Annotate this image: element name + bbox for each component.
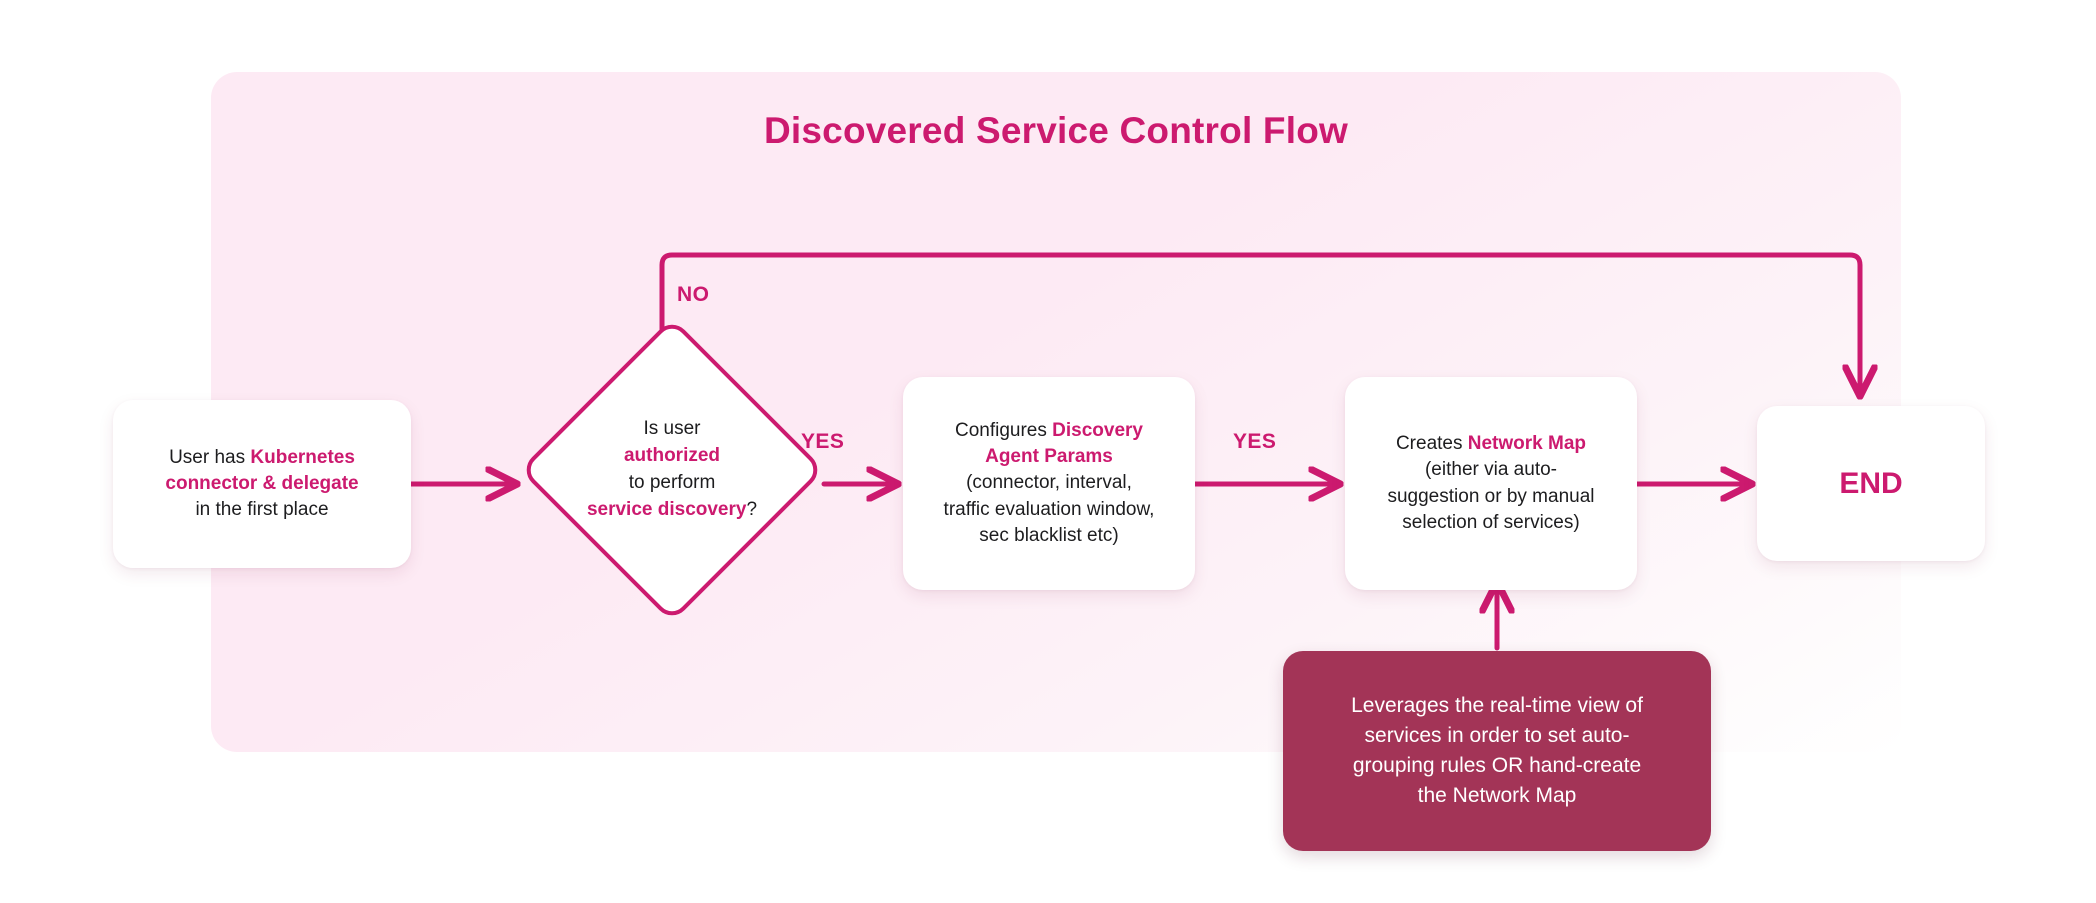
- note-line1: Leverages the real-time view of: [1351, 694, 1643, 718]
- start-line1-highlight: Kubernetes: [250, 446, 355, 468]
- map-line4: selection of services): [1402, 511, 1580, 533]
- map-line3: suggestion or by manual: [1387, 485, 1595, 507]
- params-line4: traffic evaluation window,: [943, 498, 1155, 520]
- configure-params-node-text: Configures Discovery Agent Params (conne…: [944, 418, 1155, 549]
- decision-line3: to perform: [628, 472, 716, 493]
- start-line1-plain: User has: [169, 446, 251, 468]
- map-line1-highlight: Network Map: [1467, 433, 1587, 455]
- edge-label-yes-decision-to-params: YES: [801, 430, 845, 453]
- start-line3-plain: in the first place: [195, 499, 329, 521]
- start-node[interactable]: User has Kubernetes connector & delegate…: [113, 400, 411, 568]
- decision-line4-suffix: ?: [746, 498, 758, 520]
- decision-line2-highlight: authorized: [623, 445, 721, 467]
- decision-node[interactable]: Is user authorized to perform service di…: [519, 317, 825, 623]
- decision-line1: Is user: [643, 418, 701, 440]
- edge-label-no: NO: [677, 283, 710, 306]
- edge-label-yes-params-to-map: YES: [1233, 430, 1277, 453]
- params-line1-plain: Configures: [954, 419, 1053, 441]
- params-line1-highlight: Discovery: [1052, 419, 1143, 441]
- params-line2-highlight: Agent Params: [985, 446, 1113, 468]
- note-line2: services in order to set auto-: [1364, 724, 1630, 748]
- end-node-label: END: [1839, 466, 1903, 500]
- leverages-note[interactable]: Leverages the real-time view of services…: [1283, 651, 1711, 851]
- decision-line4-highlight: service discovery: [586, 498, 747, 520]
- params-line3: (connector, interval,: [966, 472, 1132, 494]
- note-line4: the Network Map: [1417, 783, 1577, 807]
- note-line3: grouping rules OR hand-create: [1352, 754, 1642, 777]
- leverages-note-text: Leverages the real-time view of services…: [1351, 691, 1643, 810]
- end-node[interactable]: END: [1757, 406, 1985, 561]
- map-line1-plain: Creates: [1395, 433, 1468, 455]
- params-line5: sec blacklist etc): [979, 524, 1119, 546]
- configure-params-node[interactable]: Configures Discovery Agent Params (conne…: [903, 377, 1195, 590]
- decision-node-text: Is user authorized to perform service di…: [522, 320, 822, 620]
- map-line2: (either via auto-: [1424, 459, 1557, 481]
- start-line2-highlight: connector & delegate: [165, 472, 359, 494]
- start-node-text: User has Kubernetes connector & delegate…: [165, 445, 358, 524]
- create-network-map-node[interactable]: Creates Network Map (either via auto- su…: [1345, 377, 1637, 590]
- create-network-map-node-text: Creates Network Map (either via auto- su…: [1387, 431, 1594, 536]
- page-title: Discovered Service Control Flow: [764, 110, 1348, 151]
